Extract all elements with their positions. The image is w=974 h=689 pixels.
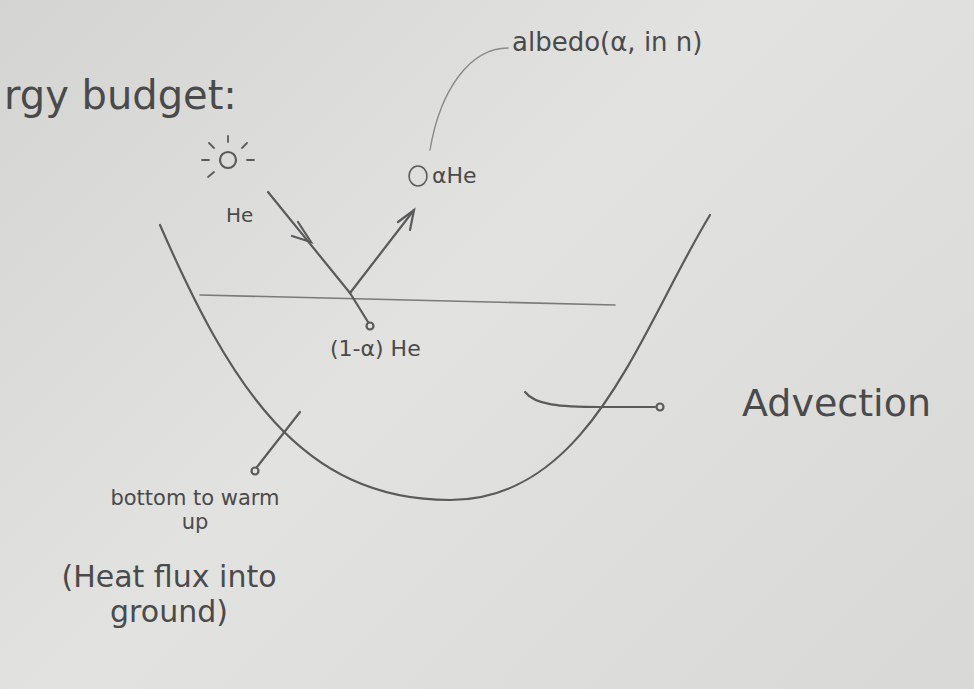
sun-symbol: [220, 152, 236, 168]
sun-rays: [202, 136, 254, 177]
water-surface: [200, 295, 615, 305]
leader-line: [525, 392, 655, 407]
incoming-ray: [268, 192, 350, 293]
callout-label: albedo(α, in n): [512, 28, 702, 58]
flux-label: (1-α) He: [330, 336, 421, 361]
end-dot: [252, 468, 259, 475]
flux-label: αHe: [432, 163, 477, 188]
transmitted-ray: [350, 293, 368, 322]
note: bottom to warm up: [110, 486, 280, 534]
leader-line: [430, 48, 508, 150]
leader-line: [257, 412, 300, 467]
arrow-head: [292, 222, 311, 242]
alpha-circle: [409, 166, 427, 186]
heading: rgy budget:: [4, 72, 237, 118]
callout-label: Advection: [742, 382, 931, 426]
note: (Heat flux into ground): [4, 560, 334, 629]
reflected-ray: [350, 210, 414, 293]
lake-basin: [160, 215, 710, 500]
end-dot: [657, 404, 664, 411]
flux-label: He: [226, 204, 253, 227]
arrow-head: [398, 210, 414, 230]
end-dot: [367, 323, 374, 330]
